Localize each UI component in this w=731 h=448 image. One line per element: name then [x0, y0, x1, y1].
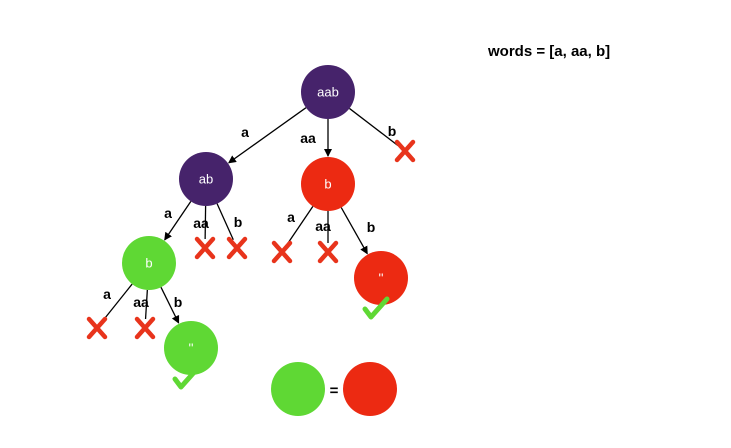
words-title: words = [a, aa, b]	[487, 43, 610, 60]
cross-icon	[194, 236, 216, 260]
edge-n-b-red-to-n-empty-red	[340, 207, 368, 255]
legend-memo-circle	[343, 362, 397, 416]
edge-label: a	[103, 286, 111, 302]
node-circle-n-empty-green	[164, 321, 218, 375]
edge-n-aab-to-n-ab	[227, 107, 307, 164]
checkmark-icon	[172, 366, 200, 390]
edge-label: a	[164, 205, 172, 221]
edge-label: aa	[300, 130, 316, 146]
cross-icon	[86, 316, 108, 340]
edge-label: b	[234, 214, 243, 230]
edge-label: aa	[193, 215, 209, 231]
cross-icon	[394, 139, 416, 163]
edge-label: b	[174, 294, 183, 310]
legend-computed-circle	[271, 362, 325, 416]
edge-label: aa	[315, 218, 331, 234]
node-label-n-b-red: b	[324, 177, 331, 192]
node-circle-n-b-green	[122, 236, 176, 290]
edge-n-b-green-to-n-empty-green	[160, 286, 180, 324]
edge-n-b-green-to-x7	[144, 289, 148, 320]
edge-label: a	[241, 124, 249, 140]
edge-label: b	[367, 219, 376, 235]
edge-n-b-green-to-x6	[102, 283, 133, 322]
cross-icon	[226, 236, 248, 260]
edge-n-ab-to-x3	[216, 203, 234, 241]
cross-icon	[271, 240, 293, 264]
node-circle-n-ab	[179, 152, 233, 206]
edge-n-b-red-to-x4	[286, 205, 314, 245]
node-circle-n-b-red	[301, 157, 355, 211]
edge-n-ab-to-n-b-green	[164, 200, 192, 241]
node-label-n-ab: ab	[199, 172, 213, 187]
edge-label: b	[388, 123, 397, 139]
node-label-n-aab: aab	[317, 85, 339, 100]
legend: =	[271, 362, 397, 416]
cross-icon	[317, 240, 339, 264]
node-label-n-empty-green: ''	[189, 341, 194, 356]
node-circle-n-empty-red	[354, 251, 408, 305]
checkmark-icon	[362, 296, 390, 320]
edge-n-aab-to-x1	[349, 107, 399, 147]
edge-label: aa	[133, 294, 149, 310]
node-label-n-b-green: b	[145, 256, 152, 271]
edge-label: a	[287, 209, 295, 225]
node-label-n-empty-red: ''	[379, 271, 384, 286]
legend-equals-sign: =	[330, 383, 339, 400]
marks-layer	[86, 139, 416, 390]
cross-icon	[134, 316, 156, 340]
node-circle-n-aab	[301, 65, 355, 119]
